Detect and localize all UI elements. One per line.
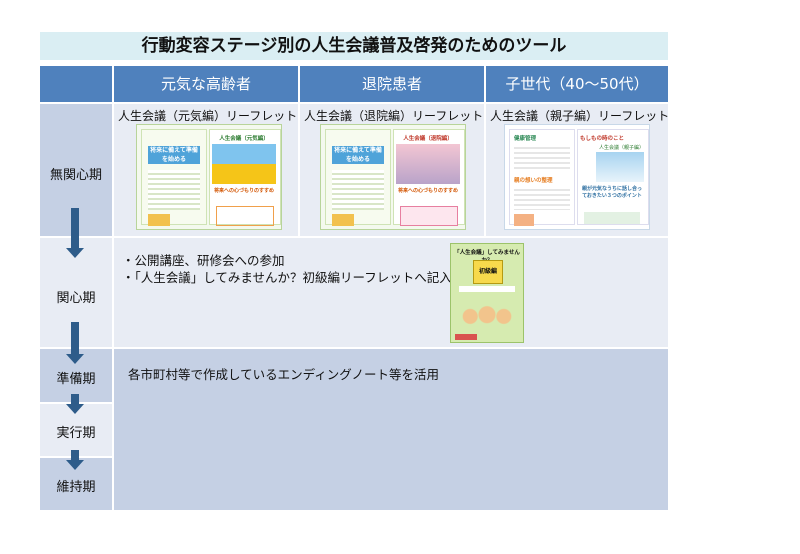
leaflet-genki-right-page: 人生会議（元気編） 将来への心づもりのすすめ (209, 129, 281, 226)
column-header-kosedai: 子世代（40～50代） (486, 66, 668, 102)
leaflet-genki-title: 人生会議（元気編） (219, 136, 269, 142)
leaflet-taiin-heading: 将来に備えて準備を始める (332, 146, 384, 164)
cell-prep-content (114, 349, 668, 510)
stage-label: 無関心期 (49, 168, 102, 183)
leaflet-illustration (332, 214, 354, 226)
booklet-badge: 初級編 (473, 260, 503, 284)
leaflet-text-block (514, 144, 570, 170)
leaflet-oyako-heading-1: 健康管理 (514, 136, 537, 142)
leaflet-taiin-title: 人生会議（退院編） (403, 136, 453, 142)
leaflet-caption-oyako: 人生会議（親子編）リーフレット (490, 109, 670, 123)
stage-label: 実行期 (56, 426, 96, 441)
cell-kanshin-content (114, 238, 668, 347)
prep-text: 各市町村等で作成しているエンディングノート等を活用 (128, 367, 440, 382)
arrow-down-icon (66, 322, 84, 364)
family-illustration-icon (459, 296, 515, 330)
booklet-banner (459, 286, 515, 292)
leaflet-genki-subtitle: 将来への心づもりのすすめ (213, 188, 274, 194)
leaflet-oyako-title: 人生会議（親子編） (598, 145, 644, 151)
arrow-down-icon (66, 394, 84, 414)
page-title: 行動変容ステージ別の人生会議普及啓発のためのツール (40, 32, 668, 60)
leaflet-genki-heading: 将来に備えて準備を始める (148, 146, 200, 164)
stage-label: 関心期 (56, 291, 96, 306)
leaflet-oyako-heading-3: 親の想いの整理 (514, 178, 553, 184)
leaflet-oyako-heading-2: もしもの時のこと (580, 136, 625, 142)
leaflet-oyako-right-page: もしもの時のこと 人生会議（親子編） 親が元気なうちに話し合っておきたい３つのポ… (577, 129, 649, 225)
leaflet-taiin-subtitle: 将来への心づもりのすすめ (397, 188, 458, 194)
leaflet-text-block (514, 186, 570, 210)
booklet-beginner-image: 「人生会議」してみませんか？ 初級編 (450, 243, 524, 343)
leaflet-taiin-image: 将来に備えて準備を始める 人生会議（退院編） 将来への心づもりのすすめ (320, 124, 466, 230)
arrow-down-icon (66, 208, 84, 258)
leaflet-illustration (514, 214, 534, 226)
leaflet-memo-box (216, 206, 274, 226)
booklet-logo-mark (455, 334, 477, 340)
sunflower-photo-icon (212, 144, 276, 184)
leaflet-caption-genki: 人生会議（元気編）リーフレット (118, 109, 298, 123)
leaflet-illustration (584, 212, 640, 224)
leaflet-memo-box (400, 206, 458, 226)
cherry-blossom-photo-icon (396, 144, 460, 184)
flower-photo-icon (596, 152, 644, 182)
header-corner (40, 66, 112, 102)
arrow-down-icon (66, 450, 84, 470)
leaflet-oyako-subtitle: 親が元気なうちに話し合っておきたい３つのポイント (581, 186, 642, 199)
interest-bullet-2: ・「人生会議」してみませんか？初級編リーフレットへ記入 (122, 270, 452, 285)
leaflet-caption-taiin: 人生会議（退院編）リーフレット (304, 109, 484, 123)
column-header-taiin: 退院患者 (300, 66, 484, 102)
leaflet-genki-left-page: 将来に備えて準備を始める (141, 129, 207, 226)
column-header-genki: 元気な高齢者 (114, 66, 298, 102)
leaflet-oyako-left-page: 健康管理 親の想いの整理 (509, 129, 575, 226)
leaflet-genki-image: 将来に備えて準備を始める 人生会議（元気編） 将来への心づもりのすすめ (136, 124, 282, 230)
stage-label: 維持期 (56, 480, 96, 495)
leaflet-taiin-left-page: 将来に備えて準備を始める (325, 129, 391, 226)
stage-jikko: 実行期 (40, 404, 112, 456)
leaflet-text-block (148, 170, 200, 210)
stage-label: 準備期 (56, 372, 96, 387)
leaflet-text-block (332, 170, 384, 210)
leaflet-oyako-image: 健康管理 親の想いの整理 もしもの時のこと 人生会議（親子編） 親が元気なうちに… (504, 124, 650, 230)
leaflet-illustration (148, 214, 170, 226)
leaflet-taiin-right-page: 人生会議（退院編） 将来への心づもりのすすめ (393, 129, 465, 226)
interest-bullet-1: ・公開講座、研修会への参加 (122, 253, 285, 268)
